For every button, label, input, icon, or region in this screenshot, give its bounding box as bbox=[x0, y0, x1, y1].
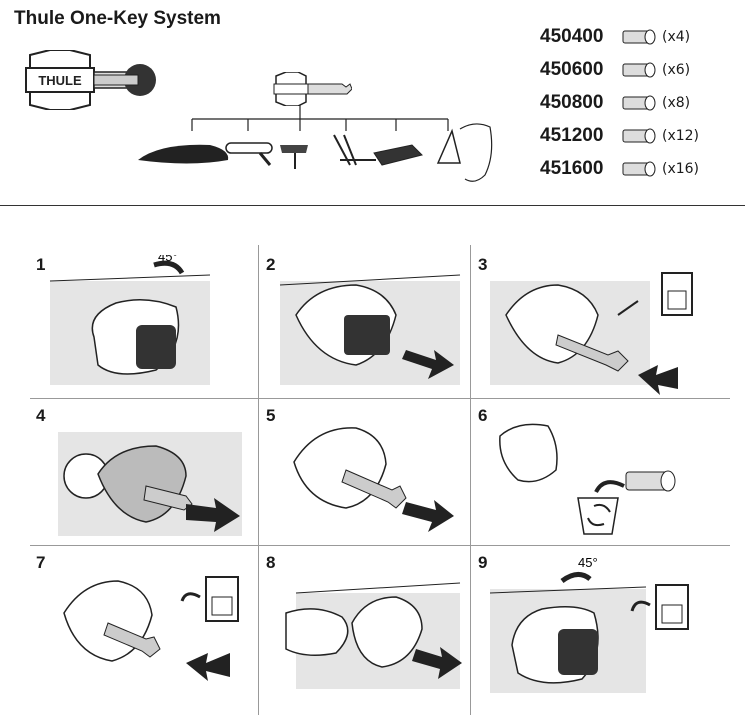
part-number: 451200 bbox=[540, 124, 604, 146]
part-number: 450400 bbox=[540, 25, 604, 47]
step-number: 9 bbox=[478, 553, 488, 572]
part-quantity: (x16) bbox=[662, 160, 700, 177]
part-row: 450800 (x8) bbox=[540, 86, 740, 119]
lock-cylinder-icon bbox=[622, 95, 656, 110]
step-number: 5 bbox=[266, 406, 276, 425]
part-number: 450800 bbox=[540, 91, 604, 113]
thule-logo: THULE bbox=[38, 73, 82, 88]
part-row: 451200 (x12) bbox=[540, 119, 740, 152]
part-quantity: (x8) bbox=[662, 94, 691, 111]
step-number: 3 bbox=[478, 255, 488, 274]
step-illustration bbox=[499, 423, 676, 535]
step-number: 8 bbox=[266, 553, 276, 572]
product-tree bbox=[138, 105, 493, 182]
part-row: 451600 (x16) bbox=[540, 152, 740, 185]
rotation-angle: 45° bbox=[158, 255, 178, 264]
part-number: 450600 bbox=[540, 58, 604, 80]
step-illustration bbox=[279, 274, 461, 385]
step-illustration bbox=[293, 427, 454, 532]
step-number: 2 bbox=[266, 255, 276, 274]
grid-divider bbox=[470, 245, 471, 715]
step-number: 7 bbox=[36, 553, 46, 572]
rotation-angle: 45° bbox=[578, 555, 598, 570]
part-number: 451600 bbox=[540, 157, 604, 179]
grid-divider bbox=[30, 398, 730, 399]
grid-divider bbox=[258, 245, 259, 715]
step-illustration: 45° bbox=[49, 255, 211, 385]
part-quantity: (x4) bbox=[662, 28, 691, 45]
step-panel: 3 bbox=[478, 255, 708, 405]
grid-divider bbox=[30, 545, 730, 546]
step-illustration bbox=[58, 432, 242, 536]
step-illustration bbox=[63, 576, 239, 681]
lock-cylinder-icon bbox=[622, 128, 656, 143]
step-illustration bbox=[490, 272, 693, 395]
part-list: 450400 (x4) 450600 (x6) 450800 (x8) 4512… bbox=[540, 20, 740, 185]
page-title: Thule One-Key System bbox=[14, 8, 221, 29]
step-panel: 9 45° bbox=[478, 553, 708, 703]
step-number: 1 bbox=[36, 255, 46, 274]
part-row: 450400 (x4) bbox=[540, 20, 740, 53]
step-illustration bbox=[285, 582, 462, 689]
lock-cylinder-icon bbox=[622, 161, 656, 176]
step-number: 4 bbox=[36, 406, 46, 425]
step-illustration: 45° bbox=[489, 555, 689, 693]
lock-cylinder-icon bbox=[622, 29, 656, 44]
part-quantity: (x12) bbox=[662, 127, 700, 144]
part-quantity: (x6) bbox=[662, 61, 691, 78]
step-panel: 7 bbox=[36, 553, 266, 703]
step-panel: 4 bbox=[36, 406, 266, 556]
step-panel: 5 bbox=[266, 406, 496, 556]
key-illustration: THULE bbox=[25, 50, 156, 110]
small-key-icon bbox=[273, 72, 352, 106]
step-panel: 1 45° bbox=[36, 255, 266, 405]
section-divider bbox=[0, 205, 745, 206]
step-panel: 6 bbox=[478, 406, 708, 556]
step-number: 6 bbox=[478, 406, 488, 425]
lock-cylinder-icon bbox=[622, 62, 656, 77]
part-row: 450600 (x6) bbox=[540, 53, 740, 86]
step-panel: 2 bbox=[266, 255, 496, 405]
step-panel: 8 bbox=[266, 553, 496, 703]
